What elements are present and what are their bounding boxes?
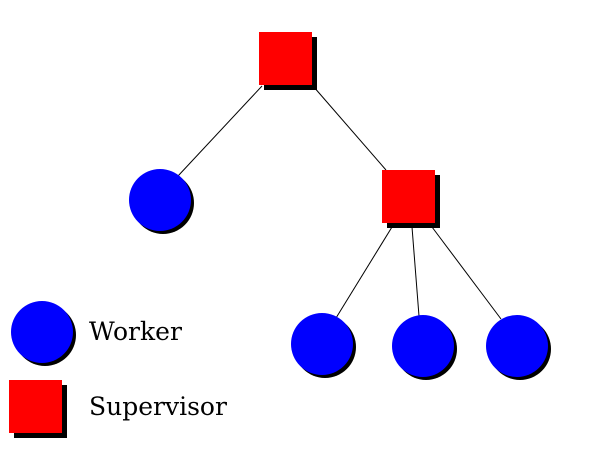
legend-supervisor-icon xyxy=(9,380,62,433)
worker-circle xyxy=(392,315,454,377)
edge-supervisor-to-worker-1 xyxy=(335,226,393,319)
legend: Worker Supervisor xyxy=(9,301,227,438)
worker-circle xyxy=(486,315,548,377)
worker-circle xyxy=(129,169,191,231)
supervisor-square xyxy=(382,170,435,223)
edge-supervisor-to-worker-3 xyxy=(431,226,502,320)
worker-node-left xyxy=(129,169,194,234)
tree-edges xyxy=(177,85,502,320)
edge-supervisor-to-worker-2 xyxy=(411,226,420,317)
legend-supervisor-label: Supervisor xyxy=(89,392,227,421)
legend-worker-icon xyxy=(11,301,73,363)
edge-root-to-supervisor xyxy=(312,85,387,171)
child-supervisor-node xyxy=(382,170,440,228)
worker-node-bottom-1 xyxy=(291,313,356,378)
legend-worker-label: Worker xyxy=(89,317,182,346)
root-supervisor-node xyxy=(259,32,317,90)
worker-circle xyxy=(291,313,353,375)
legend-worker: Worker xyxy=(11,301,182,366)
supervisor-square xyxy=(259,32,312,85)
worker-node-bottom-2 xyxy=(392,315,457,380)
worker-node-bottom-3 xyxy=(486,315,551,380)
legend-supervisor: Supervisor xyxy=(9,380,227,438)
edge-root-to-worker xyxy=(177,85,263,177)
